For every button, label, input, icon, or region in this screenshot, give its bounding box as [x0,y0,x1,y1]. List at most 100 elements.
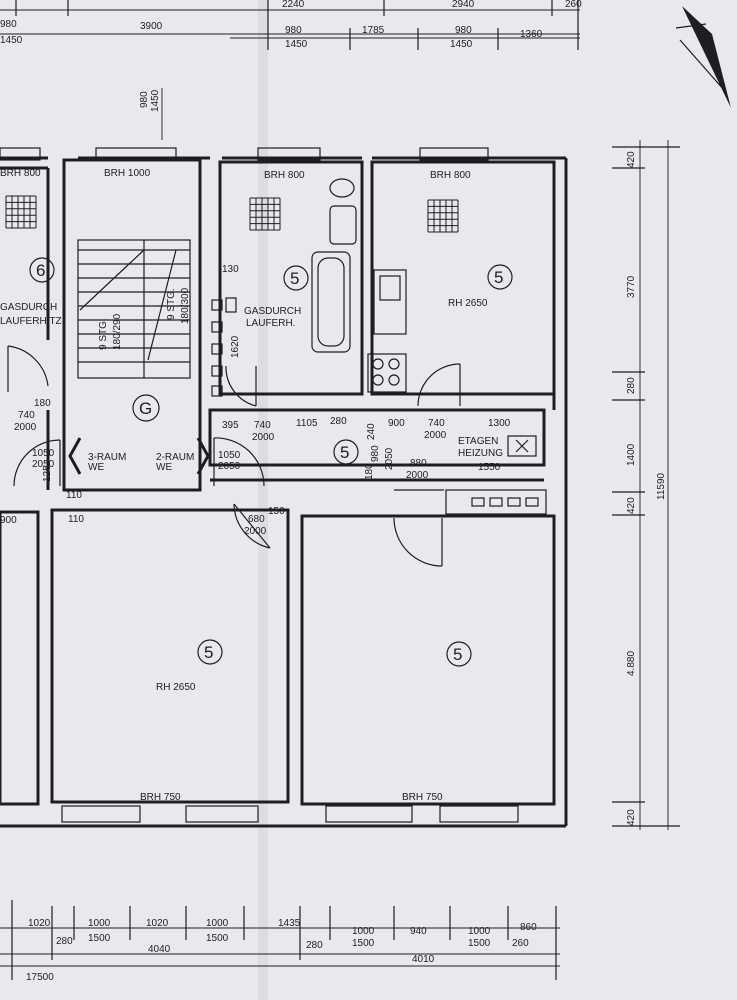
etagen-heizung: ETAGEN HEIZUNG [458,436,503,459]
right-dim-3: 1400 [626,443,637,466]
door-dim-24: 1550 [478,462,501,473]
bottom-dim-row2-0: 280 [56,936,73,947]
top-dim-vertical-0: 980 [139,91,150,108]
door-dim-26: 680 [248,514,265,525]
door-dim-19: 130 [222,264,239,275]
door-dim-13: 240 [366,423,377,440]
bottom-dim-row2-3: 280 [306,940,323,951]
right-dim-0: 420 [626,151,637,168]
room-number-5: 5 [453,645,462,664]
door-dimensions: 180 740 2000 1050 2050 125 1050 2050 395… [0,264,511,537]
door-dim-28: 150 [268,506,285,517]
north-arrow [675,6,731,108]
door-dim-27: 2000 [244,526,267,537]
top-dim-row2-1: 1785 [362,25,385,36]
top-dim-row2-0: 980 [285,25,302,36]
top-dim-row1-2: 2940 [452,0,475,10]
door-dim-21: 2050 [384,447,395,470]
window-label-3: BRH 800 [430,170,471,181]
door-dim-3: 1050 [32,448,55,459]
door-dim-5: 125 [42,465,53,482]
right-dim-5: 4.880 [626,651,637,676]
gas-label-left1: GASDURCH [0,302,57,313]
flat-label-left2: WE [88,462,104,473]
doors [7,345,461,567]
door-dim-30: 900 [0,515,17,526]
bottom-dim-row2-2: 1500 [206,933,229,944]
right-dimension-lines: 420 3770 280 1400 420 4.880 420 11590 [612,140,680,830]
door-dim-14: 900 [388,418,405,429]
etagen-line2: HEIZUNG [458,448,503,459]
bottom-dim-row1-6: 940 [410,926,427,937]
top-dim-row1-3: 260 [565,0,582,10]
top-dim-row3-0: 1450 [285,39,308,50]
stair-label-left2: 180/290 [112,313,123,350]
bottom-dim-row3-1: 4010 [412,954,435,965]
bottom-dim-row1-1: 1000 [88,918,111,929]
top-dim-row2-left-0: 1450 [0,35,23,46]
room-numbers: 6 5 5 5 5 5 [29,257,513,667]
room-heights: RH 2650 RH 2650 [156,298,488,693]
top-dim-row1-1: 2240 [282,0,305,10]
top-dim-row1-0: 980 [0,19,17,30]
top-dim-vertical-1: 1450 [150,89,161,112]
bottom-dim-row1-3: 1000 [206,918,229,929]
bottom-dim-row2-6: 260 [512,938,529,949]
door-dim-9: 740 [254,420,271,431]
room-number-2: 5 [494,268,503,287]
room-number-3: 5 [340,443,349,462]
bottom-dim-row1-2: 1020 [146,918,169,929]
bottom-dimension-lines: 1020 1000 1020 1000 1435 1000 940 1000 8… [0,900,560,983]
door-dim-2: 2000 [14,422,37,433]
gas-label-right2: LAUFERH. [246,318,295,329]
window-label-2: BRH 800 [264,170,305,181]
bottom-dim-row3-0: 4040 [148,944,171,955]
right-total: 11590 [656,472,667,500]
stair-label-left: 9 STG. [98,318,109,350]
bottom-dim-row2-5: 1500 [468,938,491,949]
bottom-dim-row2-4: 1500 [352,938,375,949]
door-dim-16: 2000 [424,430,447,441]
door-dim-17: 1300 [488,418,511,429]
top-dim-row2-left-1: 3900 [140,21,163,32]
door-dim-18: 1620 [230,335,241,358]
window-label-1: BRH 1000 [104,168,151,179]
flat-label-right1: 2-RAUM [156,452,194,463]
bottom-dim-row1-7: 1000 [468,926,491,937]
door-dim-20: 980 [370,445,381,462]
kitchen-fixtures [367,269,537,457]
door-dim-11: 1105 [296,418,318,429]
top-dim-row3-1: 1450 [450,39,473,50]
door-dim-7: 2050 [218,461,241,472]
door-dim-25: 180 [364,463,375,480]
room-height-kitchen: RH 2650 [448,298,488,309]
etagen-line1: ETAGEN [458,436,498,447]
top-dim-row2-3: 1360 [520,29,543,40]
gas-label-left2: LAUFERHITZ. [0,316,64,327]
window-label-4: BRH 750 [140,792,181,803]
door-dim-1: 740 [18,410,35,421]
door-dim-6: 1050 [218,450,241,461]
bottom-dim-row1-8: 860 [520,922,537,933]
right-dim-1: 3770 [626,275,637,298]
right-dim-4: 420 [626,497,637,514]
door-dim-0: 180 [34,398,51,409]
room-height-lower: RH 2650 [156,682,196,693]
stair-label-right2: 180/300 [180,287,191,324]
hatch-patterns [5,195,459,233]
flat-label-right2: WE [156,462,172,473]
window-label-5: BRH 750 [402,792,443,803]
stair-label-right: 9 STG. [166,288,177,320]
top-dimension-lines: 980 2240 2940 260 1450 3900 980 1785 980… [0,0,582,140]
gas-label-right1: GASDURCH [244,306,301,317]
door-dim-31: 110 [68,514,84,525]
right-dim-2: 280 [626,377,637,394]
door-dim-23: 2000 [406,470,429,481]
walls [0,147,568,828]
bath-fixtures [211,178,357,397]
bottom-dim-total: 17500 [26,972,54,983]
paper-fold-shadow [258,0,268,1000]
bottom-dim-row1-5: 1000 [352,926,375,937]
right-dim-6: 420 [626,809,637,826]
